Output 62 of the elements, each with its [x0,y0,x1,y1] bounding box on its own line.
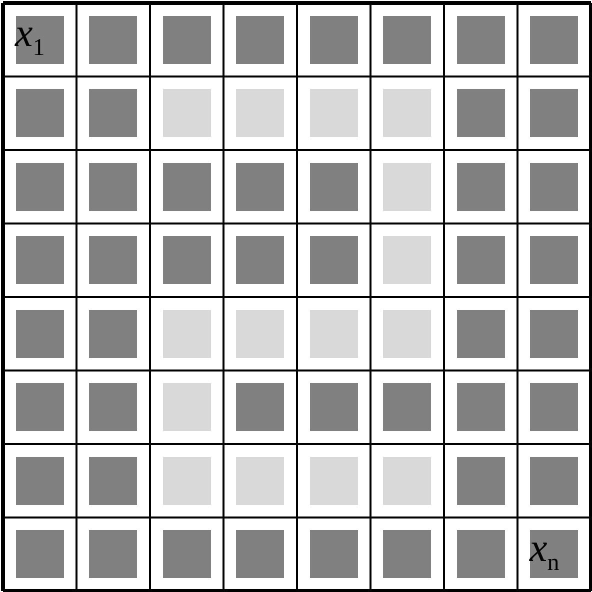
grid-square [236,89,284,138]
grid-square [162,310,211,358]
grid-square [16,530,64,578]
grid-square [456,162,505,211]
grid-square [383,383,432,432]
grid-square [310,310,358,358]
grid-square [236,236,284,284]
grid-square [89,310,138,358]
grid-square [162,162,211,211]
grid-square [383,310,432,358]
grid-square [530,162,578,211]
grid-square [456,236,505,284]
grid-square [383,162,432,211]
grid-square [456,89,505,138]
grid-square [236,16,284,64]
grid-square [456,16,505,64]
grid-square [383,89,432,138]
grid-square [383,530,432,578]
grid-square [16,310,64,358]
grid-square [162,16,211,64]
grid-square [89,16,138,64]
grid-square [383,16,432,64]
grid-square [456,530,505,578]
grid-square [16,89,64,138]
grid-square [162,89,211,138]
grid-square [310,530,358,578]
grid-square [89,456,138,505]
grid-square [383,456,432,505]
grid-square [162,383,211,432]
grid-square [310,16,358,64]
grid-square [236,162,284,211]
grid-square [530,383,578,432]
grid-square [310,236,358,284]
grid-square [456,383,505,432]
grid-square [162,456,211,505]
grid-square [16,456,64,505]
grid-square [456,456,505,505]
grid-square [89,383,138,432]
grid-square [162,530,211,578]
grid-square [310,162,358,211]
grid-square [89,89,138,138]
grid-square [236,456,284,505]
grid-square [530,310,578,358]
grid-square [236,310,284,358]
grid-square [16,383,64,432]
grid-square [456,310,505,358]
grid-square [236,530,284,578]
grid-square [310,456,358,505]
grid-square [236,383,284,432]
grid-square [16,162,64,211]
grid-square [530,236,578,284]
grid-square [310,89,358,138]
grid-square [89,530,138,578]
grid-square [310,383,358,432]
grid-square [383,236,432,284]
grid-square [162,236,211,284]
grid-square [89,162,138,211]
grid-square [530,16,578,64]
grid-square [89,236,138,284]
grid-square [530,456,578,505]
grid-square [16,236,64,284]
grid-square [530,89,578,138]
